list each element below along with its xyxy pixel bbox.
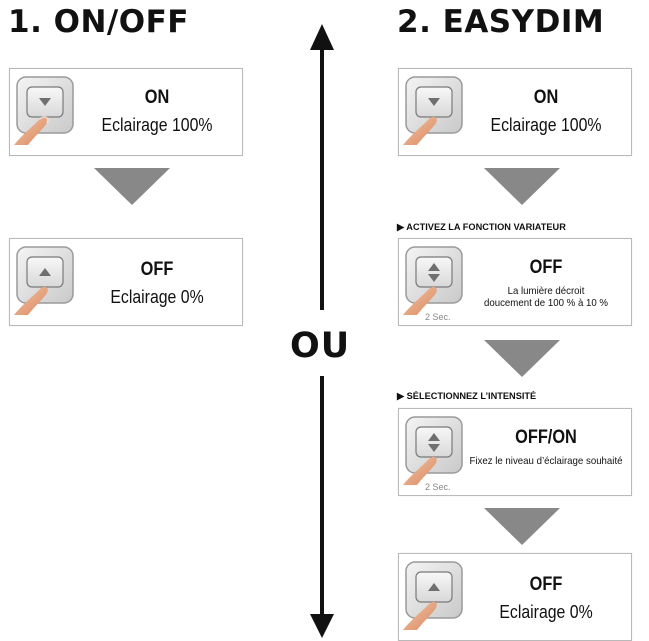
switch-press-icon [403,416,463,485]
card-easydim-set-level: OFF/ON Fixez le niveau d’éclairage souha… [398,408,632,496]
arrow-down-icon [428,444,440,452]
card-subtitle: Eclairage 100% [490,115,602,135]
switch-press-icon [14,76,74,145]
card-subtitle: Eclairage 0% [499,602,593,622]
flow-arrow-down [94,168,170,205]
duration-label: 2 Sec. [425,482,451,492]
switch-press-icon [403,246,463,315]
card-subtitle-line1: La lumière décroit [507,285,585,297]
card-title: OFF [529,574,563,595]
section-heading-easydim: 2. EASYDIM [397,4,605,40]
card-title: OFF [529,257,563,278]
flow-arrow-down [484,340,560,377]
switch-press-icon [403,561,463,630]
duration-label: 2 Sec. [425,312,451,322]
card-title: OFF [140,259,174,280]
switch-press-icon [403,76,463,145]
arrow-down-icon [428,98,440,106]
card-on: ON Eclairage 100% [9,68,243,156]
arrow-up-icon [39,268,51,276]
card-easydim-off: OFF Eclairage 0% [398,553,632,641]
card-easydim-on: ON Eclairage 100% [398,68,632,156]
step-label-activate-dimmer: ▶ ACTIVEZ LA FONCTION VARIATEUR [397,222,566,233]
section-heading-on-off: 1. ON/OFF [8,4,189,40]
arrow-up-icon [428,583,440,591]
arrow-up-icon [428,433,440,441]
flow-arrow-down [484,168,560,205]
card-subtitle-line2: doucement de 100 % à 10 % [483,297,609,309]
card-title: ON [144,87,170,108]
switch-press-icon [14,246,74,315]
arrow-up-icon [428,263,440,271]
flow-arrow-down [484,508,560,545]
or-label: OU [290,326,351,366]
card-title: ON [533,87,559,108]
card-subtitle: Eclairage 100% [101,115,213,135]
card-easydim-dimming: OFF La lumière décroit doucement de 100 … [398,238,632,326]
arrow-down-icon [39,98,51,106]
card-title: OFF/ON [515,427,577,448]
card-subtitle: Fixez le niveau d’éclairage souhaité [469,455,623,467]
card-subtitle: Eclairage 0% [110,287,204,307]
arrow-down-icon [428,274,440,282]
step-label-select-intensity: ▶ SÉLECTIONNEZ L’INTENSITÉ [397,391,537,402]
card-off: OFF Eclairage 0% [9,238,243,326]
